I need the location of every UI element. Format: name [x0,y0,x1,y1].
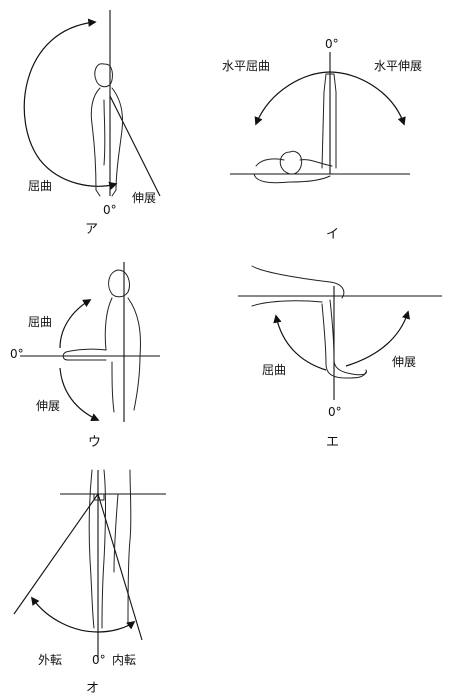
lying-figure-i [253,73,337,184]
horizontal-flexion-label: 水平屈曲 [222,59,270,73]
panel-o: 外転 0° 内転 オ [13,469,166,696]
zero-label-e: 0° [328,405,342,419]
flexion-arc-a [23,18,118,190]
caption-o: オ [86,681,99,696]
extension-arc-u [59,367,100,422]
standing-legs-o [88,469,132,629]
abduction-label: 外転 [38,653,62,667]
zero-label-i: 0° [325,37,339,51]
panel-i: 0° 水平屈曲 水平伸展 イ [222,37,422,242]
abduction-adduction-arc-o [31,596,136,633]
zero-label-o: 0° [92,653,106,667]
extension-label-u: 伸展 [36,399,60,413]
extension-label-e: 伸展 [392,355,416,369]
caption-i: イ [326,227,339,242]
panel-a: 屈曲 伸展 0° ア [23,10,161,237]
standing-figure-a [90,63,123,197]
zero-label-a: 0° [103,203,117,217]
caption-a: ア [85,222,98,237]
zero-label-u: 0° [10,347,24,361]
horizontal-arc-i [254,71,406,126]
caption-e: エ [326,435,339,450]
panel-e: 屈曲 伸展 0° エ [238,265,442,450]
adduction-label: 内転 [112,653,136,667]
standing-figure-u [62,269,141,413]
extension-arc-e [345,310,411,367]
flexion-label-a: 屈曲 [28,179,52,193]
extension-label-a: 伸展 [132,191,156,205]
panel-u: 屈曲 0° 伸展 ウ [10,262,160,450]
caption-u: ウ [88,435,101,450]
seated-leg-e [251,265,367,379]
horizontal-extension-label: 水平伸展 [374,59,422,73]
flexion-arc-e [273,314,327,371]
flexion-label-u: 屈曲 [28,315,52,329]
flexion-arc-u [59,299,92,349]
flexion-label-e: 屈曲 [262,363,286,377]
